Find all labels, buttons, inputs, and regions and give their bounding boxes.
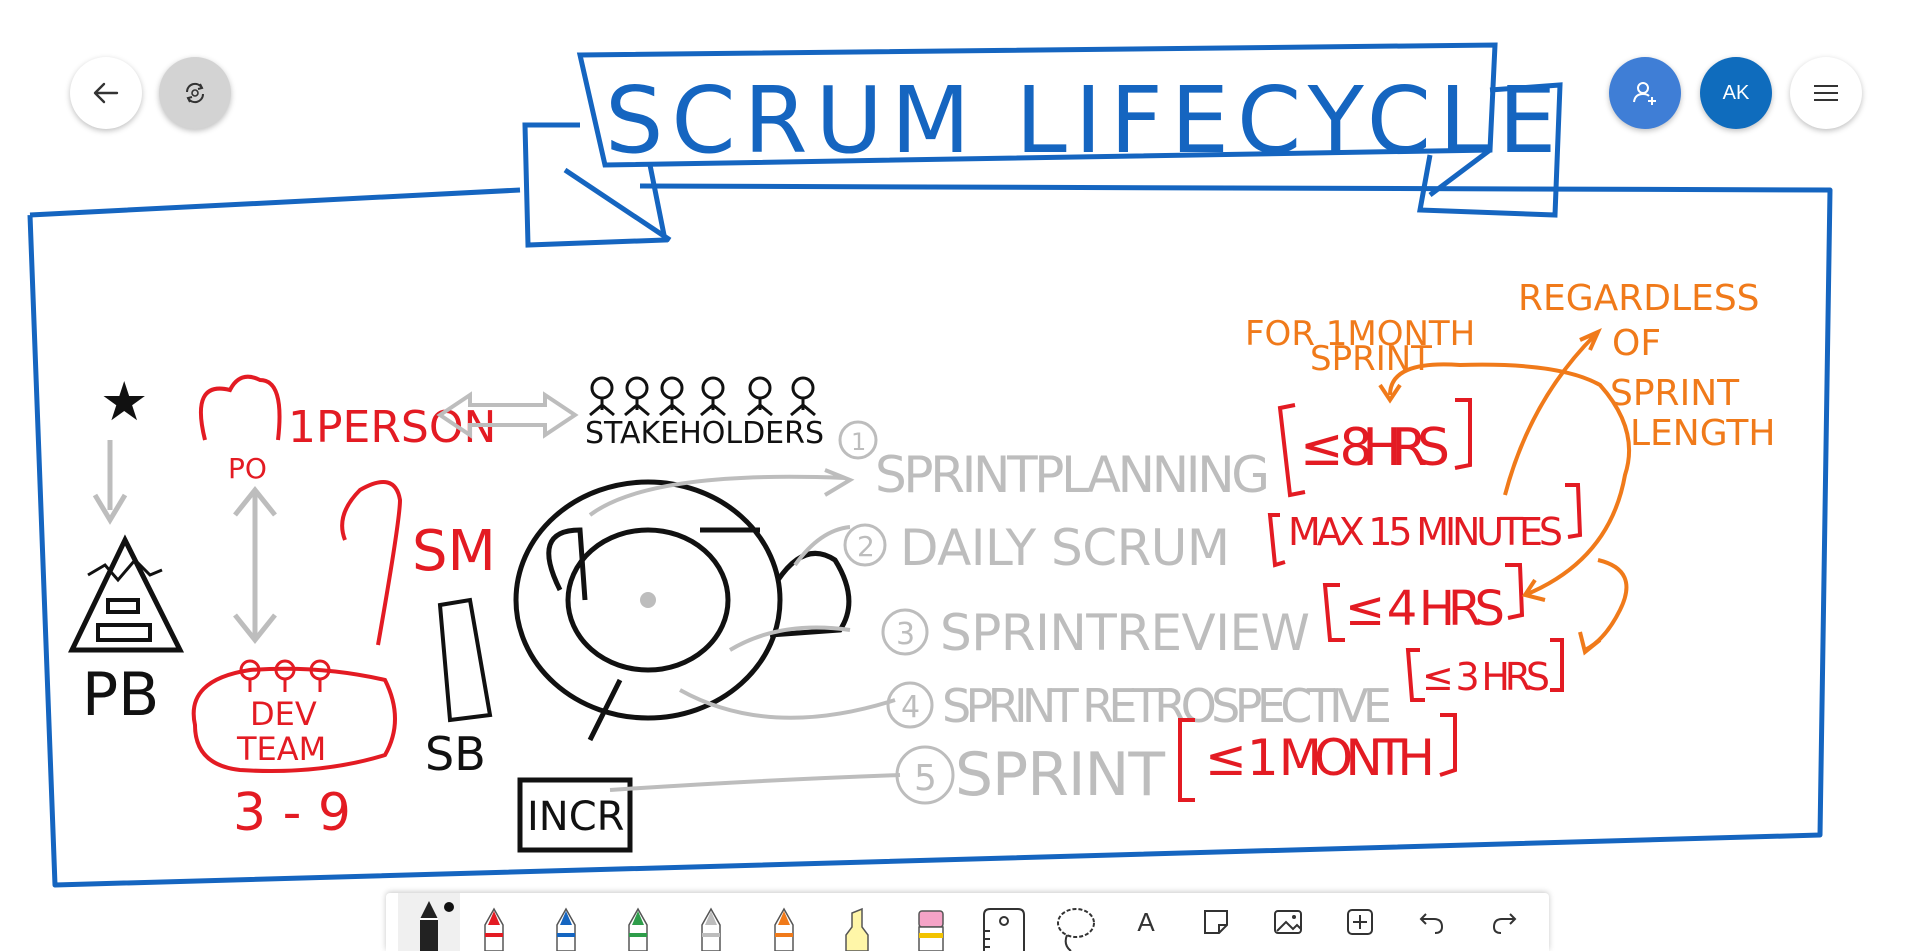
star-mark: ★ xyxy=(100,370,148,433)
sm-hook-icon xyxy=(340,480,403,646)
pen-green-icon xyxy=(628,907,648,951)
note-regardless-1: REGARDLESS xyxy=(1518,278,1760,319)
event-4-name: SPRINT RETROSPECTIVE xyxy=(942,679,1392,733)
image-icon xyxy=(1274,910,1302,934)
menu-button[interactable] xyxy=(1790,57,1862,129)
event-arrows xyxy=(588,468,901,792)
event-2-name: DAILY SCRUM xyxy=(900,519,1230,577)
event-1-num: 1 xyxy=(851,428,866,456)
sync-icon xyxy=(185,82,205,104)
po-count: 1PERSON xyxy=(288,402,496,453)
pb-label: PB xyxy=(82,660,159,730)
po-devteam-arrow xyxy=(233,485,277,645)
team-size: 3 - 9 xyxy=(233,783,351,843)
dev-team-bubble xyxy=(191,666,397,773)
increment-box xyxy=(517,777,633,853)
undo-tool[interactable] xyxy=(1402,893,1462,951)
ruler-icon xyxy=(983,908,1025,951)
event-5-num: 5 xyxy=(914,758,937,799)
selected-dot xyxy=(444,902,454,912)
sprint-cycle-icon xyxy=(513,479,852,742)
title-banner xyxy=(522,42,1563,248)
image-tool[interactable] xyxy=(1258,893,1318,951)
pen-red-icon xyxy=(484,907,504,951)
pen-black-icon xyxy=(420,901,438,951)
sticky-note-tool[interactable] xyxy=(1186,893,1246,951)
eraser-tool[interactable] xyxy=(901,893,961,951)
event-2-num: 2 xyxy=(857,530,875,563)
note-regardless-2: OF xyxy=(1612,323,1661,364)
text-tool[interactable]: A xyxy=(1116,893,1176,951)
add-icon xyxy=(1347,909,1373,935)
dev-team-figures-icon xyxy=(239,659,331,692)
back-button[interactable] xyxy=(70,57,142,129)
board-title: SCRUM LIFECYCLE xyxy=(605,67,1564,174)
note-regardless-3: SPRINT xyxy=(1610,373,1740,414)
event-3-num: 3 xyxy=(896,617,915,652)
event-limits: ≤ 8HRS MAX 15 MINUTES ≤ 4 HRS ≤ 3 HRS ≤ … xyxy=(1178,398,1583,802)
event-4-num: 4 xyxy=(901,690,920,725)
hamburger-icon xyxy=(1814,85,1838,101)
person-add-icon xyxy=(1633,82,1656,105)
note-for-month-2: SPRINT xyxy=(1310,339,1432,379)
blue-pen-tool[interactable] xyxy=(536,893,596,951)
limit-3: ≤ 4 HRS xyxy=(1345,581,1505,637)
avatar-initials: AK xyxy=(1722,81,1750,104)
invite-button[interactable] xyxy=(1609,57,1681,129)
ink-toolbar: A xyxy=(386,893,1549,951)
lasso-tool[interactable] xyxy=(1046,893,1106,951)
stakeholders-label: STAKEHOLDERS xyxy=(585,416,824,451)
event-list: 1 SPRINTPLANNING 2 DAILY SCRUM 3 SPRINTR… xyxy=(838,420,1392,810)
orange-notes: FOR 1MONTH SPRINT REGARDLESS OF SPRINT L… xyxy=(1245,278,1775,656)
event-5-name: SPRINT xyxy=(955,740,1165,810)
incr-label: INCR xyxy=(527,794,624,840)
eraser-icon xyxy=(918,910,944,951)
green-pen-tool[interactable] xyxy=(608,893,668,951)
add-tool[interactable] xyxy=(1330,893,1390,951)
limit-2: MAX 15 MINUTES xyxy=(1288,510,1563,554)
highlighter-icon xyxy=(845,907,869,951)
board-frame xyxy=(27,183,1833,888)
user-avatar[interactable]: AK xyxy=(1700,57,1772,129)
undo-icon xyxy=(1419,913,1444,934)
gray-pen-tool[interactable] xyxy=(681,893,741,951)
pb-arrow xyxy=(92,440,128,525)
arrow-left-icon xyxy=(93,82,119,104)
highlighter-tool[interactable] xyxy=(828,893,888,951)
note-regardless-4: LENGTH xyxy=(1630,413,1775,454)
po-label: PO xyxy=(228,452,267,485)
sticky-note-icon xyxy=(1204,910,1228,934)
orange-pen-tool[interactable] xyxy=(754,893,814,951)
sb-label: SB xyxy=(425,727,486,781)
team-label: TEAM xyxy=(236,730,326,768)
event-1-name: SPRINTPLANNING xyxy=(875,446,1270,504)
text-tool-label: A xyxy=(1137,906,1155,937)
redo-icon xyxy=(1492,913,1517,934)
sm-label: SM xyxy=(412,519,496,584)
sb-board-icon xyxy=(437,597,493,723)
limit-5: ≤ 1 MONTH xyxy=(1205,729,1435,787)
event-3-name: SPRINTREVIEW xyxy=(940,604,1310,662)
sync-button[interactable] xyxy=(159,57,231,129)
redo-tool[interactable] xyxy=(1474,893,1534,951)
red-pen-tool[interactable] xyxy=(464,893,524,951)
note-for-month-1: FOR 1MONTH xyxy=(1245,314,1475,354)
po-figure-icon xyxy=(198,374,282,441)
limit-1: ≤ 8HRS xyxy=(1300,418,1450,478)
pen-gray-icon xyxy=(701,907,721,951)
pen-blue-icon xyxy=(556,907,576,951)
dev-label: DEV xyxy=(250,695,317,733)
limit-4: ≤ 3 HRS xyxy=(1422,655,1550,699)
ruler-tool[interactable] xyxy=(974,893,1034,951)
lasso-icon xyxy=(1057,908,1095,951)
pen-orange-icon xyxy=(774,907,794,951)
po-stakeholders-arrow xyxy=(436,391,579,439)
stakeholder-figures-icon xyxy=(589,376,816,417)
pb-pile-icon xyxy=(68,534,185,653)
black-pen-tool[interactable] xyxy=(398,893,460,951)
